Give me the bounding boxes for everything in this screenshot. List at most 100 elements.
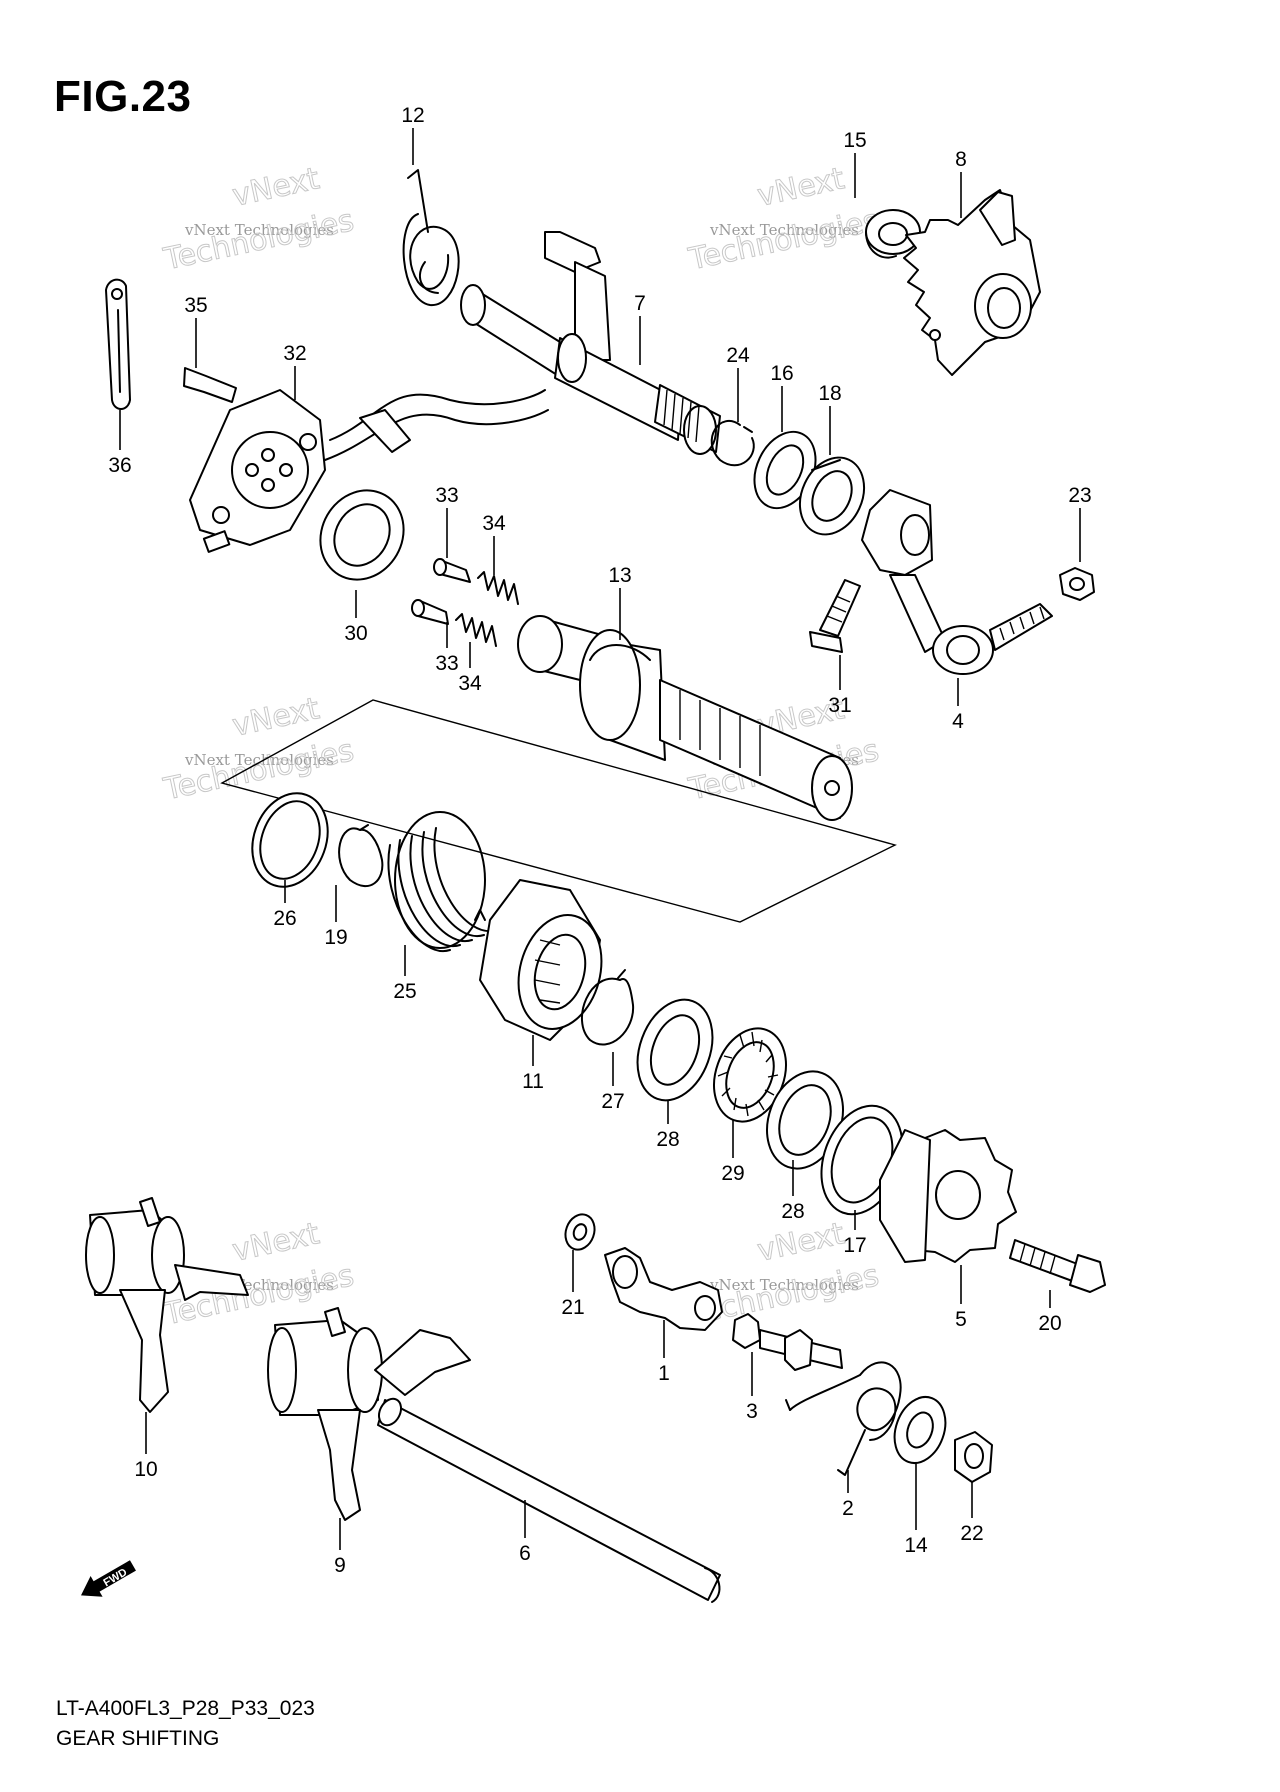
part-1-stopper-lever (604, 1247, 723, 1331)
watermark-text-large: Technologies (160, 203, 357, 278)
part-23-nut (1059, 567, 1095, 601)
callout-21: 21 (561, 1296, 584, 1319)
callout-14: 14 (904, 1534, 928, 1557)
assembly-frame (220, 699, 897, 923)
fwd-label: FWD (102, 1566, 130, 1589)
part-32-gear-position-switch (189, 389, 549, 553)
callout-9: 9 (334, 1554, 346, 1577)
watermark-text-vnext: vNext (229, 161, 322, 214)
callout-28: 28 (656, 1128, 679, 1151)
part-33-pin-lower (411, 599, 449, 625)
callout-27: 27 (601, 1090, 624, 1113)
callout-5: 5 (955, 1308, 967, 1331)
part-16-washer (753, 430, 817, 510)
part-3-stopper-bolt (732, 1313, 843, 1371)
part-7-shift-shaft (460, 231, 721, 455)
part-31-bolt (809, 579, 861, 653)
callout-4: 4 (952, 710, 964, 733)
callout-20: 20 (1038, 1312, 1061, 1335)
callout-30: 30 (344, 622, 367, 645)
callout-34: 34 (458, 672, 482, 695)
part-18-bearing (798, 456, 866, 536)
part-22-nut (954, 1431, 993, 1483)
part-11-shift-drum (479, 879, 603, 1041)
part-29-needle-bearing (713, 1027, 787, 1123)
part-13-gear-shift-cam (517, 615, 853, 821)
callout-35: 35 (184, 294, 207, 317)
callout-7: 7 (634, 292, 646, 315)
figure-title: FIG.23 (54, 72, 192, 121)
part-28-washer-lower (766, 1070, 844, 1170)
part-19-circlip (338, 824, 384, 887)
callout-15: 15 (843, 129, 866, 152)
watermark-text-vnext: vNext (754, 161, 847, 214)
callout-17: 17 (843, 1234, 866, 1257)
diagram-caption: GEAR SHIFTING (56, 1727, 220, 1750)
part-14-washer (893, 1396, 947, 1464)
callout-31: 31 (828, 694, 851, 717)
callout-26: 26 (273, 907, 296, 930)
callout-32: 32 (283, 342, 306, 365)
watermark-text: vNext Technologies (709, 221, 859, 239)
part-20-bolt (1009, 1239, 1106, 1293)
callout-25: 25 (393, 980, 416, 1003)
part-9-shift-fork (267, 1307, 471, 1521)
callout-2: 2 (842, 1497, 854, 1520)
callout-16: 16 (770, 362, 793, 385)
callout-34: 34 (482, 512, 506, 535)
watermark-text: vNext Technologies (709, 1276, 859, 1294)
part-34-spring-upper (477, 571, 519, 605)
callout-6: 6 (519, 1542, 531, 1565)
leader-lines (119, 128, 1081, 1550)
watermark-text: vNext Technologies (184, 751, 334, 769)
arrow-icon (81, 1560, 136, 1597)
part-30-oil-seal (319, 489, 405, 581)
callout-1: 1 (658, 1362, 670, 1385)
part-25-return-spring (387, 811, 497, 953)
callout-24: 24 (726, 344, 750, 367)
part-35-bolt (183, 367, 237, 403)
callout-numbers: 1215873532362416183334231330333431426192… (108, 104, 1091, 1577)
part-6-fork-shaft (377, 1397, 721, 1603)
callout-11: 11 (522, 1070, 544, 1093)
part-27-circlip (580, 969, 635, 1046)
callout-23: 23 (1068, 484, 1091, 507)
part-24-circlip (710, 419, 755, 467)
watermark-text-large: Technologies (160, 733, 357, 808)
callout-8: 8 (955, 148, 967, 171)
callout-10: 10 (134, 1458, 157, 1481)
callout-28: 28 (781, 1200, 804, 1223)
callout-33: 33 (435, 652, 458, 675)
direction-indicator: FWD (81, 1560, 136, 1597)
watermark-text-large: Technologies (685, 203, 882, 278)
part-4-gear-shift-arm (861, 489, 1053, 675)
part-21-washer (564, 1213, 596, 1251)
callout-18: 18 (818, 382, 841, 405)
part-33-pin-upper (433, 558, 471, 583)
part-2-stopper-spring (785, 1361, 902, 1476)
part-26-circlip (251, 792, 329, 888)
callout-36: 36 (108, 454, 131, 477)
callout-33: 33 (435, 484, 458, 507)
part-8-gear-shift-cam-stopper (903, 189, 1041, 376)
part-34-spring-lower (455, 613, 497, 647)
part-28-washer-upper (636, 998, 714, 1102)
watermark-text-vnext: vNext (229, 1216, 322, 1269)
part-15-seal (865, 209, 921, 259)
watermark-text-vnext: vNext (754, 1216, 847, 1269)
callout-13: 13 (608, 564, 631, 587)
watermark-text: vNext Technologies (184, 221, 334, 239)
callout-29: 29 (721, 1162, 744, 1185)
callout-3: 3 (746, 1400, 758, 1423)
callout-19: 19 (324, 926, 347, 949)
frame-gap (520, 790, 536, 798)
part-12-spring (402, 169, 460, 307)
model-code: LT-A400FL3_P28_P33_023 (56, 1697, 315, 1720)
part-5-cam-driven-gear (879, 1129, 1017, 1263)
part-10-shift-fork (85, 1197, 249, 1413)
callout-22: 22 (960, 1522, 983, 1545)
part-36-clamp (105, 278, 131, 410)
callout-12: 12 (401, 104, 424, 127)
